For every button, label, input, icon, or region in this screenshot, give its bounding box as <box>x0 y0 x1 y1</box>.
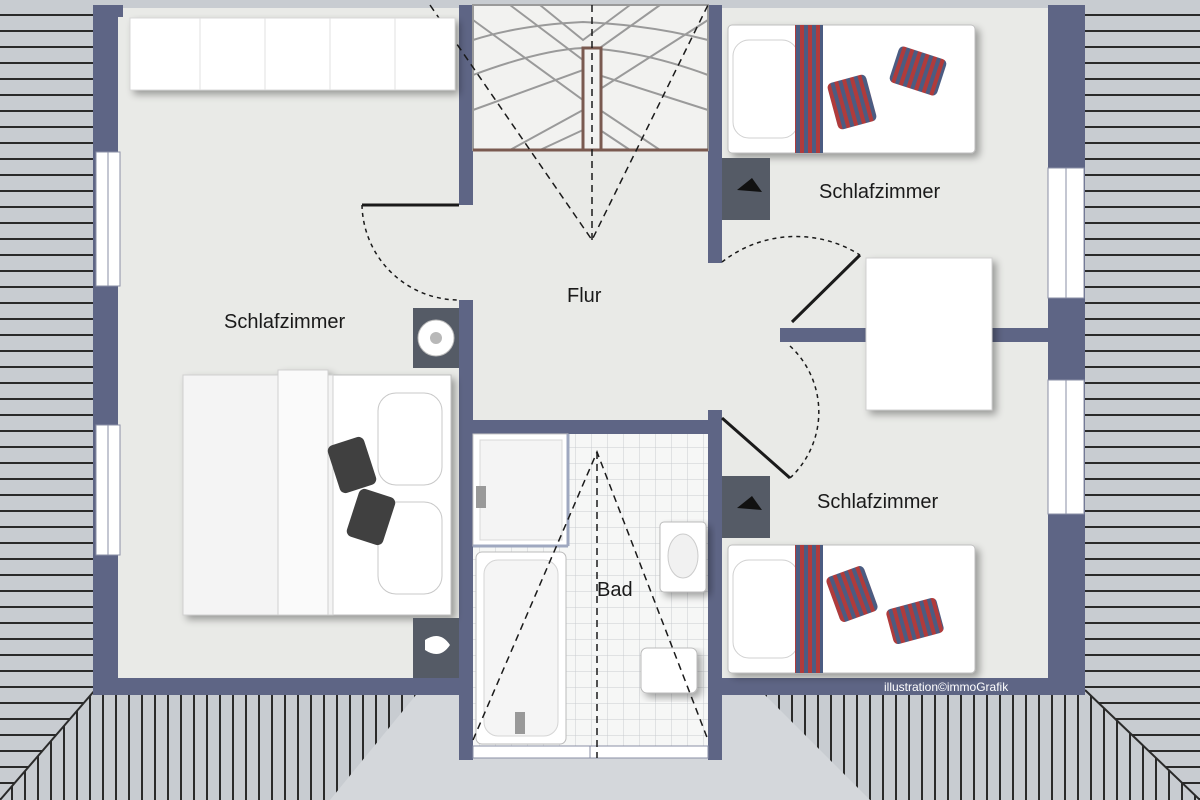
room-label-bedroom-left: Schlafzimmer <box>224 311 346 333</box>
exterior-walls <box>93 5 1085 695</box>
single-bed-top <box>727 24 976 154</box>
nightstand-bottom-right <box>722 476 770 538</box>
room-label-bedroom-top-right: Schlafzimmer <box>819 181 941 203</box>
nightstand-top-right <box>722 158 770 220</box>
nightstand-lamp-top <box>413 308 459 368</box>
wardrobe-right <box>865 257 993 411</box>
double-bed <box>182 369 452 616</box>
room-label-bathroom: Bad <box>597 579 633 601</box>
room-label-bedroom-bottom-right: Schlafzimmer <box>817 491 939 513</box>
wardrobe <box>129 17 456 91</box>
nightstand-bottom-left <box>413 618 459 678</box>
image-credit: illustration©immoGrafik <box>884 680 1009 694</box>
staircase <box>429 4 709 242</box>
doors <box>361 203 862 516</box>
windows <box>95 151 1085 556</box>
single-bed-bottom <box>727 544 976 674</box>
room-label-hallway: Flur <box>567 285 602 307</box>
bathroom <box>472 433 709 759</box>
